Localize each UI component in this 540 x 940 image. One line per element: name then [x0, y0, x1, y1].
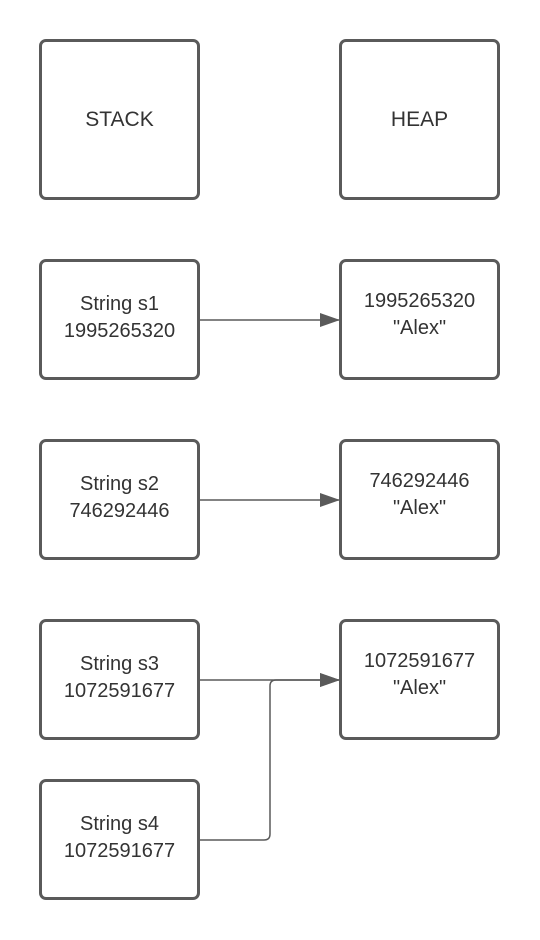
stack-variable-s2: String s2 746292446 [39, 439, 200, 560]
object-value: "Alex" [392, 497, 447, 519]
arrow-s4-to-heap [200, 673, 340, 841]
stack-header-label: STACK [85, 108, 154, 131]
object-address: 746292446 [369, 470, 470, 492]
variable-name: String s1 [80, 293, 159, 315]
stack-column-header: STACK [39, 39, 200, 200]
object-value: "Alex" [392, 677, 447, 699]
variable-name: String s2 [80, 473, 159, 495]
object-value: "Alex" [392, 317, 447, 339]
heap-object-2: 746292446 "Alex" [339, 439, 500, 560]
stack-variable-s3: String s3 1072591677 [39, 619, 200, 740]
variable-name: String s3 [80, 653, 159, 675]
variable-reference: 746292446 [69, 500, 170, 522]
variable-reference: 1995265320 [63, 320, 176, 342]
object-address: 1995265320 [363, 290, 476, 312]
heap-column-header: HEAP [339, 39, 500, 200]
stack-variable-s4: String s4 1072591677 [39, 779, 200, 900]
heap-header-label: HEAP [390, 108, 449, 131]
variable-reference: 1072591677 [63, 840, 176, 862]
variable-reference: 1072591677 [63, 680, 176, 702]
heap-object-1: 1995265320 "Alex" [339, 259, 500, 380]
variable-name: String s4 [80, 813, 159, 835]
stack-variable-s1: String s1 1995265320 [39, 259, 200, 380]
object-address: 1072591677 [363, 650, 476, 672]
heap-object-3: 1072591677 "Alex" [339, 619, 500, 740]
